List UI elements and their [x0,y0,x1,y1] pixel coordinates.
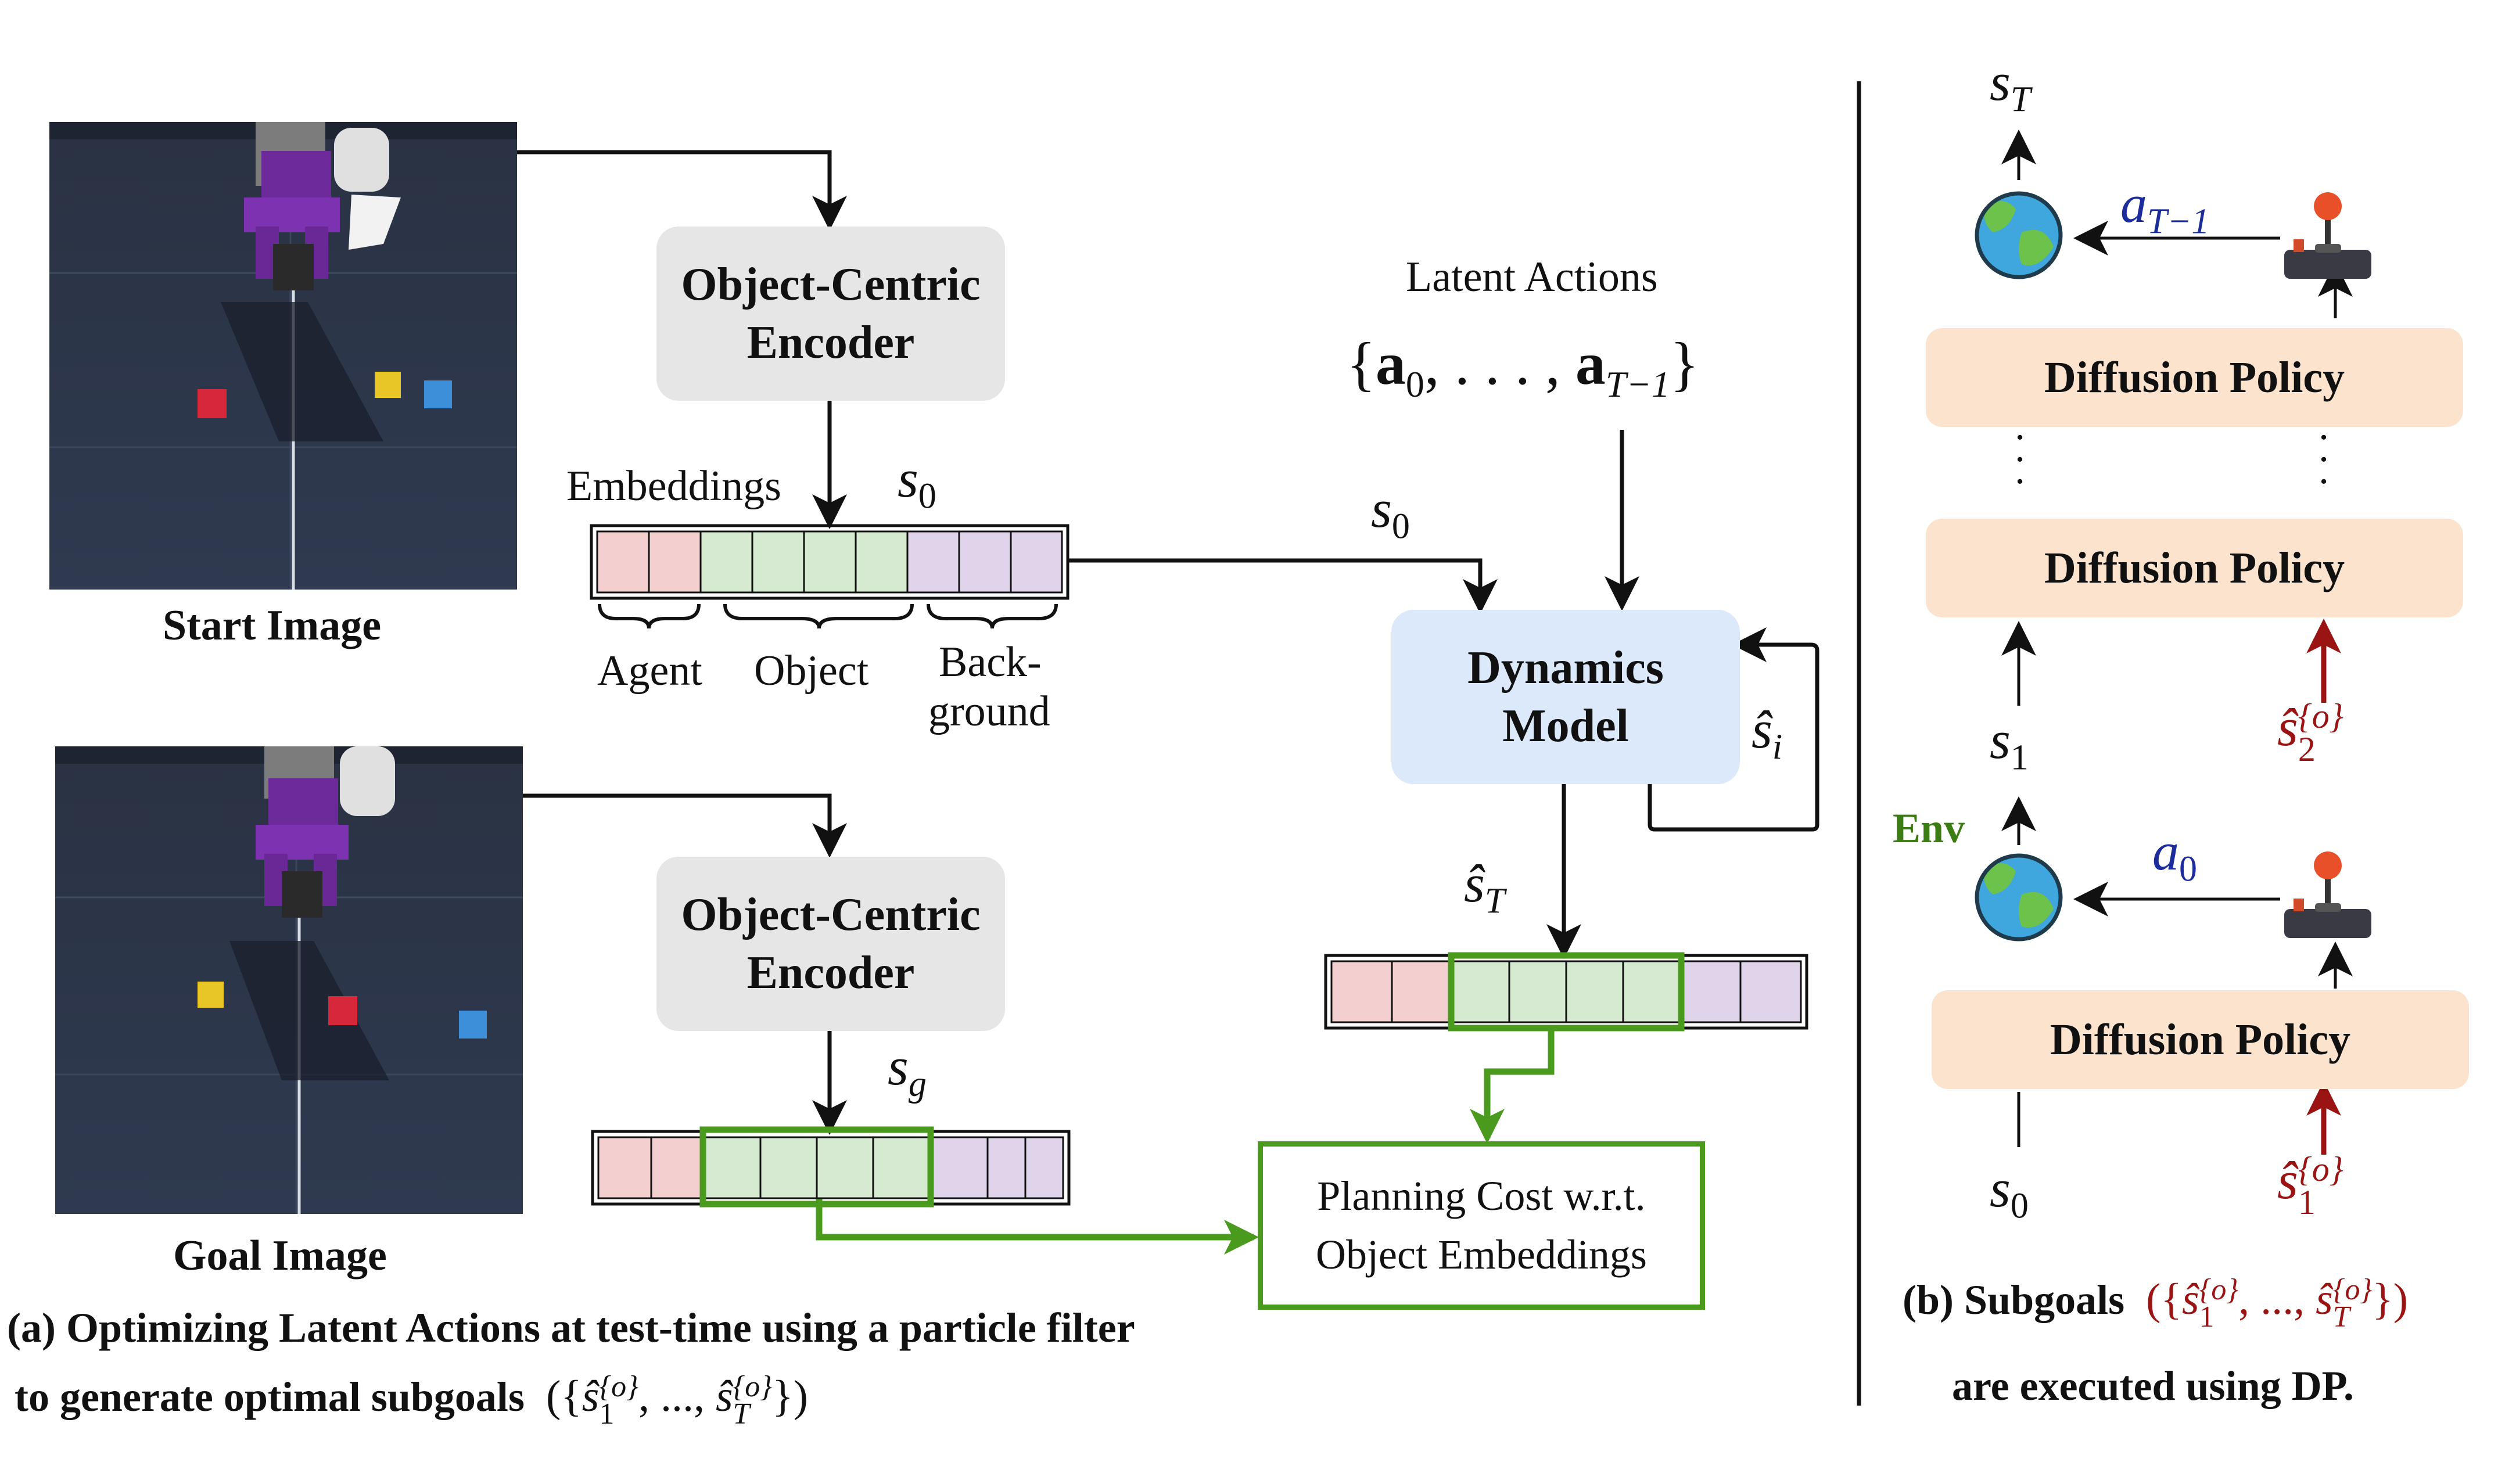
embedding-bar-sT [1324,952,1808,1032]
sT-label: sT [1990,52,2031,120]
arrow-goal-to-encoder [523,793,847,858]
segment-label-object: Object [754,647,869,695]
goal-image-label: Goal Image [173,1232,387,1280]
segment-label-background: Back- ground [928,638,1050,736]
a-T-minus-1-label: aT−1 [2120,174,2210,242]
segment-label-agent: Agent [597,647,702,695]
caption-a-line1: (a) Optimizing Latent Actions at test-ti… [7,1305,1135,1351]
embedding-bar-s0 [590,524,1069,600]
env-label: Env [1893,805,1965,851]
joystick-icon [2284,851,2371,938]
globe-icon [1975,191,2063,279]
arrow-start-to-encoder [517,150,847,231]
vertical-dots-left: ··· [2013,415,2027,504]
embedding-bar-sg [591,1126,1071,1208]
s0-arrow-label: s0 [1371,479,1410,547]
s1-label: s1 [1990,710,2029,778]
caption-b-line1: (b) Subgoals ({ŝ{o}1, ..., ŝ{o}T}) [1903,1273,2409,1334]
joystick-icon [2284,192,2371,279]
diffusion-policy-top: Diffusion Policy [1926,328,2463,427]
start-image [49,122,517,590]
right-panel-arrows [2001,130,2353,1147]
s0-right-label: s0 [1990,1159,2029,1226]
arrow-s0-to-dynamics [1068,558,1498,614]
diffusion-policy-bottom: Diffusion Policy [1932,990,2469,1089]
a-0-label: a0 [2152,822,2197,889]
caption-b-line2: are executed using DP. [1952,1363,2354,1409]
s2-hat-label: ŝ{o}2 [2277,697,2343,768]
embeddings-label: Embeddings [566,462,781,510]
diffusion-policy-mid: Diffusion Policy [1926,519,2463,617]
sg-label: sg [888,1037,927,1104]
green-arrow-sg-to-cost [816,1194,1259,1255]
arrow-dynamics-loop [1648,627,1819,832]
goal-image [55,746,523,1214]
globe-icon [1975,853,2063,942]
green-arrow-sT-to-cost [1470,1027,1555,1144]
vertical-dots-right: ··· [2317,415,2331,504]
segment-braces [598,603,1058,629]
si-hat-label: ŝi [1752,700,1783,767]
sT-hat-label: ŝT [1464,854,1505,921]
s1-hat-label: ŝ{o}1 [2277,1150,2343,1221]
latent-actions-title: Latent Actions [1406,253,1658,301]
start-image-label: Start Image [163,602,382,649]
latent-actions-set: {a0, . . . , aT−1} [1347,330,1699,405]
planning-cost-box: Planning Cost w.r.t.Object Embeddings [1258,1141,1705,1310]
caption-a-line2: to generate optimal subgoals ({ŝ{o}1, ..… [15,1370,808,1431]
s0-label: s0 [898,449,936,516]
